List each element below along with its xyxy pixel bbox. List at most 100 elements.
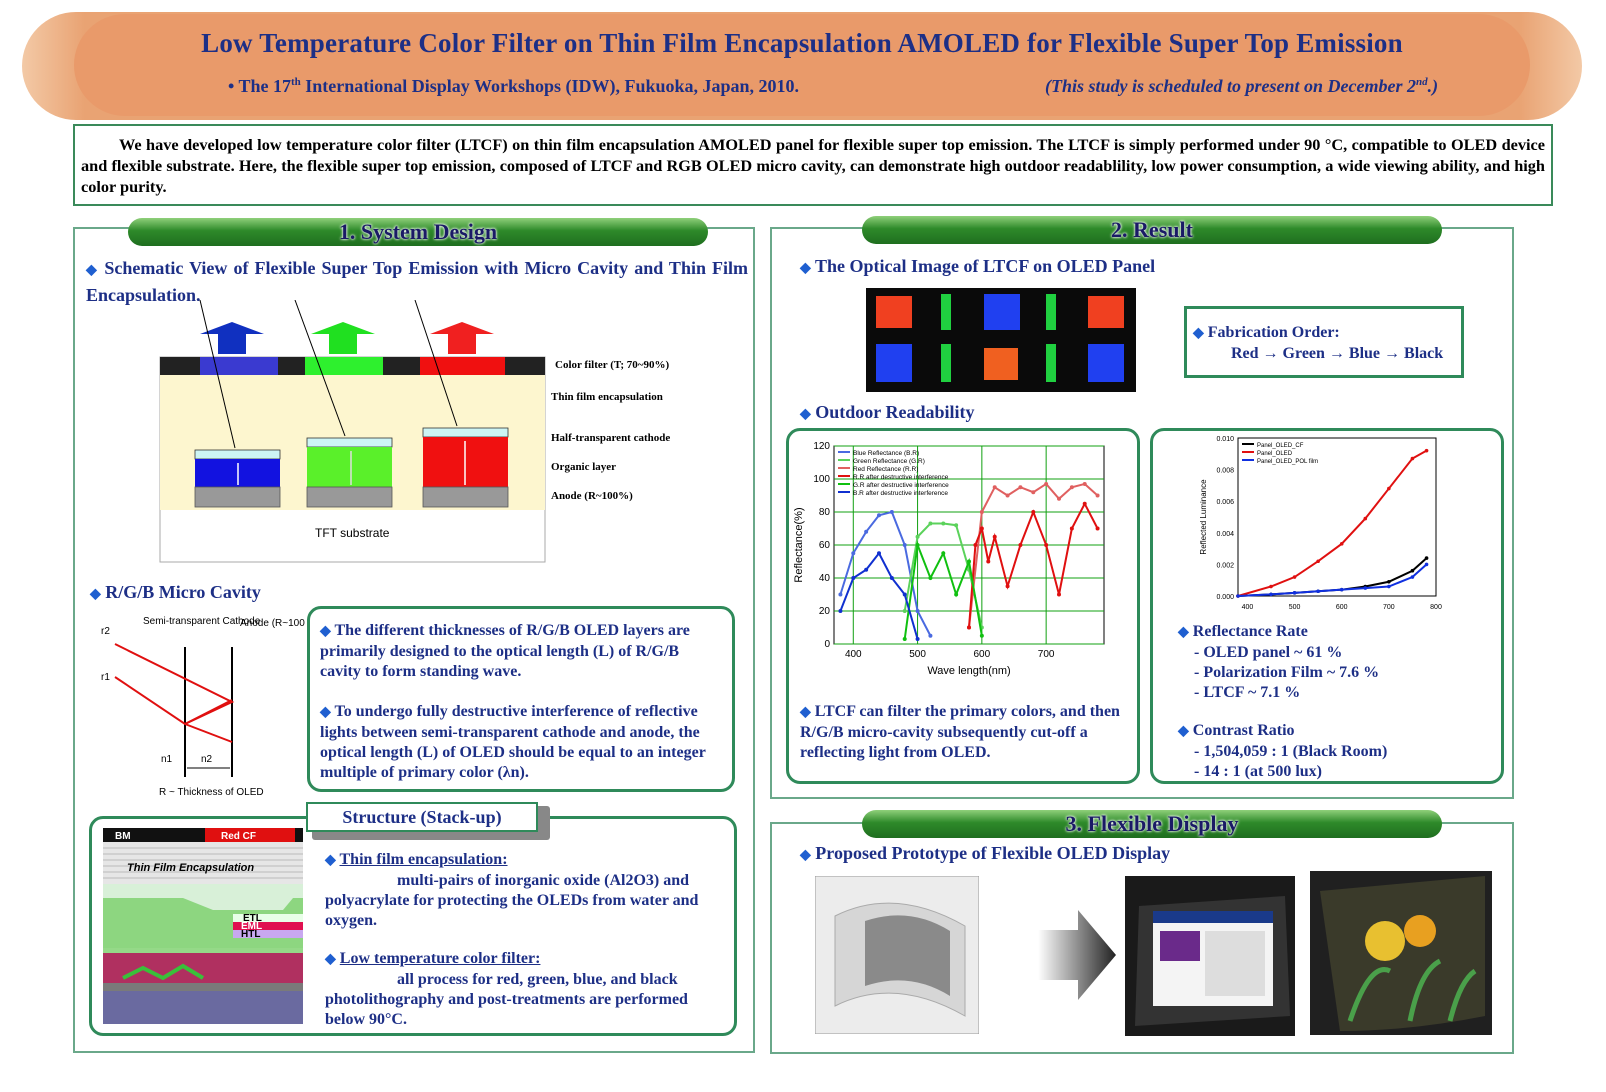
tablet-display-photo (1125, 876, 1295, 1036)
contrast-item: - 1,504,059 : 1 (Black Room) (1194, 743, 1388, 760)
data-point (1410, 575, 1415, 579)
x-tick-label: 400 (845, 649, 862, 660)
legend-entry: Blue Reflectance (B.R) (853, 450, 919, 457)
stack-diagram: BM Red CF Thin Film Encapsulation ETL EM… (103, 828, 303, 1024)
stack-title: Structure (Stack-up) (306, 802, 538, 832)
diamond-icon: ◆ (325, 952, 336, 967)
x-axis-label: Wave length(nm) (927, 665, 1010, 677)
stack-text: ◆ Thin film encapsulation: multi-pairs o… (325, 850, 727, 1030)
result-title: 2. Result (862, 216, 1442, 244)
data-point (1387, 486, 1391, 491)
data-point (979, 633, 984, 638)
data-point (851, 551, 856, 556)
data-point (1316, 559, 1320, 564)
flexible-film-photo (815, 876, 979, 1034)
data-point (902, 543, 907, 547)
data-point (954, 523, 959, 528)
data-point (1410, 456, 1415, 461)
data-point (1031, 510, 1036, 514)
diamond-icon: ◆ (800, 407, 811, 422)
x-tick-label: 700 (1383, 604, 1395, 611)
reflectance-box (786, 428, 1140, 784)
thickness-label: R ~ Thickness of OLED (159, 787, 264, 798)
data-point (1018, 485, 1023, 490)
data-point (992, 534, 997, 539)
data-point (851, 576, 856, 580)
y-tick-label: 0.008 (1216, 468, 1234, 475)
layer-label-1: Thin film encapsulation (551, 391, 663, 403)
y-axis-label: Reflectance(%) (793, 507, 805, 582)
y-tick-label: 20 (819, 606, 831, 617)
data-point (986, 559, 991, 564)
htl-label: HTL (241, 929, 260, 940)
y-tick-label: 40 (819, 573, 831, 584)
y-tick-label: 0.006 (1216, 499, 1234, 506)
bm-label: BM (115, 831, 131, 842)
plot-area (1237, 437, 1437, 597)
data-point (902, 637, 907, 642)
data-point (902, 592, 907, 597)
data-point (1424, 448, 1429, 453)
legend-entry: B.R after destructive interference (853, 490, 948, 497)
r1-label: r1 (101, 672, 110, 683)
data-point (1069, 485, 1074, 490)
data-point (1095, 526, 1100, 531)
diamond-icon: ◆ (320, 624, 331, 639)
refl-item: - LTCF ~ 7.1 % (1194, 684, 1301, 701)
data-point (941, 521, 946, 526)
data-point (1057, 592, 1061, 597)
data-point (1005, 584, 1010, 589)
legend-entry: Panel_OLED (1257, 451, 1293, 457)
data-point (973, 543, 978, 547)
series-line (839, 510, 932, 637)
data-point (928, 521, 933, 526)
data-point (1387, 579, 1391, 584)
data-point (928, 576, 933, 580)
prototype-heading: ◆ Proposed Prototype of Flexible OLED Di… (800, 843, 1171, 863)
n1-label: n1 (161, 754, 173, 765)
diamond-icon: ◆ (800, 705, 811, 720)
eml-label: EML (241, 921, 262, 932)
data-point (1339, 542, 1344, 546)
data-point (915, 637, 920, 642)
cavity-anode-label: Anode (R~100%) (240, 618, 305, 629)
poster-title: Low Temperature Color Filter on Thin Fil… (201, 28, 1403, 58)
data-point (1363, 586, 1368, 590)
etl-label: ETL (243, 913, 262, 924)
data-point (864, 567, 869, 572)
x-tick-label: 800 (1430, 604, 1442, 611)
tft-label: TFT substrate (315, 526, 390, 540)
redcf-label: Red CF (221, 831, 256, 842)
data-point (1095, 493, 1100, 498)
cavity-heading: ◆ R/G/B Micro Cavity (90, 582, 261, 602)
data-point (1005, 493, 1010, 498)
data-point (1236, 594, 1240, 598)
cavity-text-box: ◆ The different thicknesses of R/G/B OLE… (307, 606, 735, 792)
outdoor-heading: ◆ Outdoor Readability (800, 402, 975, 422)
filter-note: ◆ LTCF can filter the primary colors, an… (800, 703, 1120, 761)
abstract: We have developed low temperature color … (73, 124, 1553, 206)
layer-label-3: Organic layer (551, 461, 616, 473)
data-point (1387, 584, 1391, 589)
data-point (1316, 589, 1320, 594)
data-point (1018, 543, 1023, 547)
reflectance-stats: ◆ Reflectance Rate - OLED panel ~ 61 % -… (1178, 622, 1498, 782)
cavity-cathode-label: Semi-transparent Cathode (143, 616, 261, 627)
diamond-icon: ◆ (320, 705, 331, 720)
legend-entry: Green Reflectance (G.R) (853, 458, 925, 465)
data-point (915, 609, 920, 613)
data-point (915, 534, 920, 539)
tfe-label: Thin Film Encapsulation (127, 862, 254, 874)
system-design-title: 1. System Design (128, 218, 708, 246)
y-tick-label: 60 (819, 540, 831, 551)
tfe-text: multi-pairs of inorganic oxide (Al2O3) a… (325, 872, 699, 929)
data-point (1424, 556, 1429, 560)
data-point (1410, 568, 1415, 573)
data-point (1057, 496, 1061, 501)
data-point (1069, 526, 1074, 531)
data-point (1082, 501, 1087, 506)
data-point (1363, 516, 1368, 521)
fabrication-order: Red → Green → Blue → Black (1231, 345, 1444, 362)
arrow-right-icon (1038, 910, 1116, 1000)
